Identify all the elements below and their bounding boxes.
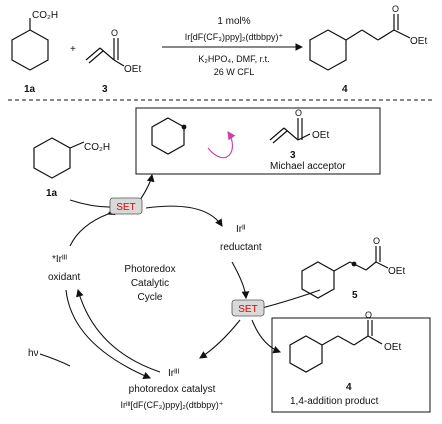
product-box	[271, 317, 431, 413]
acid-1a-structure: CO₂H 1a	[33, 137, 110, 199]
product-4-cycle-structure: O OEt 4 1,4-addition product	[289, 310, 401, 407]
reactant-3-structure: O OEt 3	[85, 28, 141, 95]
radical-5-structure: O OEt 5	[301, 236, 405, 301]
reactant-1a-label: 1a	[24, 84, 36, 95]
regeneration-arc	[199, 319, 241, 359]
product-4-oet: OEt	[410, 36, 427, 47]
light-arrow	[39, 353, 71, 367]
radical-attack-arrow	[207, 131, 236, 159]
radical5-oet: OEt	[388, 266, 405, 277]
reactant-3-oet: OEt	[124, 64, 141, 75]
reactant-1a-substituent: CO₂H	[32, 10, 58, 21]
oxidation-arc	[145, 205, 223, 227]
catalyst-formula: Irᴵᴵᴵ[dF(CF₃)ppy]₂(dtbbpy)⁺	[121, 400, 224, 410]
product-release-arrow	[251, 319, 282, 354]
cyclohexyl-radical	[151, 117, 187, 155]
product-oet: OEt	[384, 342, 401, 353]
excited-to-set-arc	[69, 208, 116, 247]
reaction-scheme: CO₂H 1a + O OEt 3 1 mol% Ir[dF(CF₃)ppy]₂…	[11, 4, 427, 95]
acceptor-oet: OEt	[312, 130, 329, 141]
set-badge-top: SET	[109, 197, 143, 215]
svg-text:O: O	[373, 236, 380, 246]
product-cycle-label: 4	[346, 382, 352, 393]
svg-text:SET: SET	[238, 304, 257, 315]
svg-text:O: O	[392, 4, 399, 14]
photoexcitation-arc	[76, 288, 161, 373]
decarboxylation-arrow	[139, 173, 155, 201]
set-badge-bottom: SET	[231, 299, 265, 317]
acid-substituent: CO₂H	[84, 142, 110, 153]
product-caption: 1,4-addition product	[290, 396, 379, 407]
cycle-center-line3: Cycle	[137, 292, 162, 303]
michael-acceptor-caption: Michael acceptor	[270, 161, 346, 172]
cycle-center-line1: Photoredox	[124, 264, 175, 275]
product-4-structure: O OEt 4	[309, 4, 427, 95]
acid-label: 1a	[46, 188, 58, 199]
svg-text:O: O	[295, 108, 302, 118]
reactant-1a-structure: CO₂H 1a	[11, 10, 58, 95]
cycle-center-line2: Catalytic	[131, 278, 169, 289]
ir-ground-state: Irᴵᴵᴵ	[168, 368, 179, 379]
condition-light: 26 W CFL	[214, 67, 255, 77]
michael-acceptor-structure: O OEt 3 Michael acceptor	[269, 108, 346, 172]
catalyst-label: photoredox catalyst	[129, 384, 216, 395]
product-4-label: 4	[342, 84, 348, 95]
svg-text:O: O	[111, 28, 118, 38]
condition-catalyst: Ir[dF(CF₃)ppy]₂(dtbbpy)⁺	[185, 32, 284, 42]
radical-addition-box	[135, 107, 381, 175]
reductant-label: reductant	[220, 242, 262, 253]
radical5-into-set-arrow	[261, 289, 321, 309]
reactant-3-label: 3	[102, 84, 108, 95]
condition-loading: 1 mol%	[217, 16, 250, 27]
svg-text:O: O	[365, 310, 372, 320]
ir-excited-state: *Irᴵᴵᴵ	[52, 254, 67, 265]
svg-text:SET: SET	[116, 202, 135, 213]
light-hv-label: hν	[28, 348, 39, 359]
plus-sign: +	[70, 44, 76, 55]
oxidant-label: oxidant	[48, 272, 80, 283]
ir-reduced-state: Irᴵᴵ	[236, 224, 246, 235]
acceptor-label: 3	[290, 150, 296, 161]
reductant-to-set-arc	[231, 261, 250, 300]
radical5-label: 5	[352, 290, 358, 301]
condition-base-solvent: K₂HPO₄, DMF, r.t.	[198, 54, 269, 64]
relaxation-arc	[65, 289, 152, 379]
